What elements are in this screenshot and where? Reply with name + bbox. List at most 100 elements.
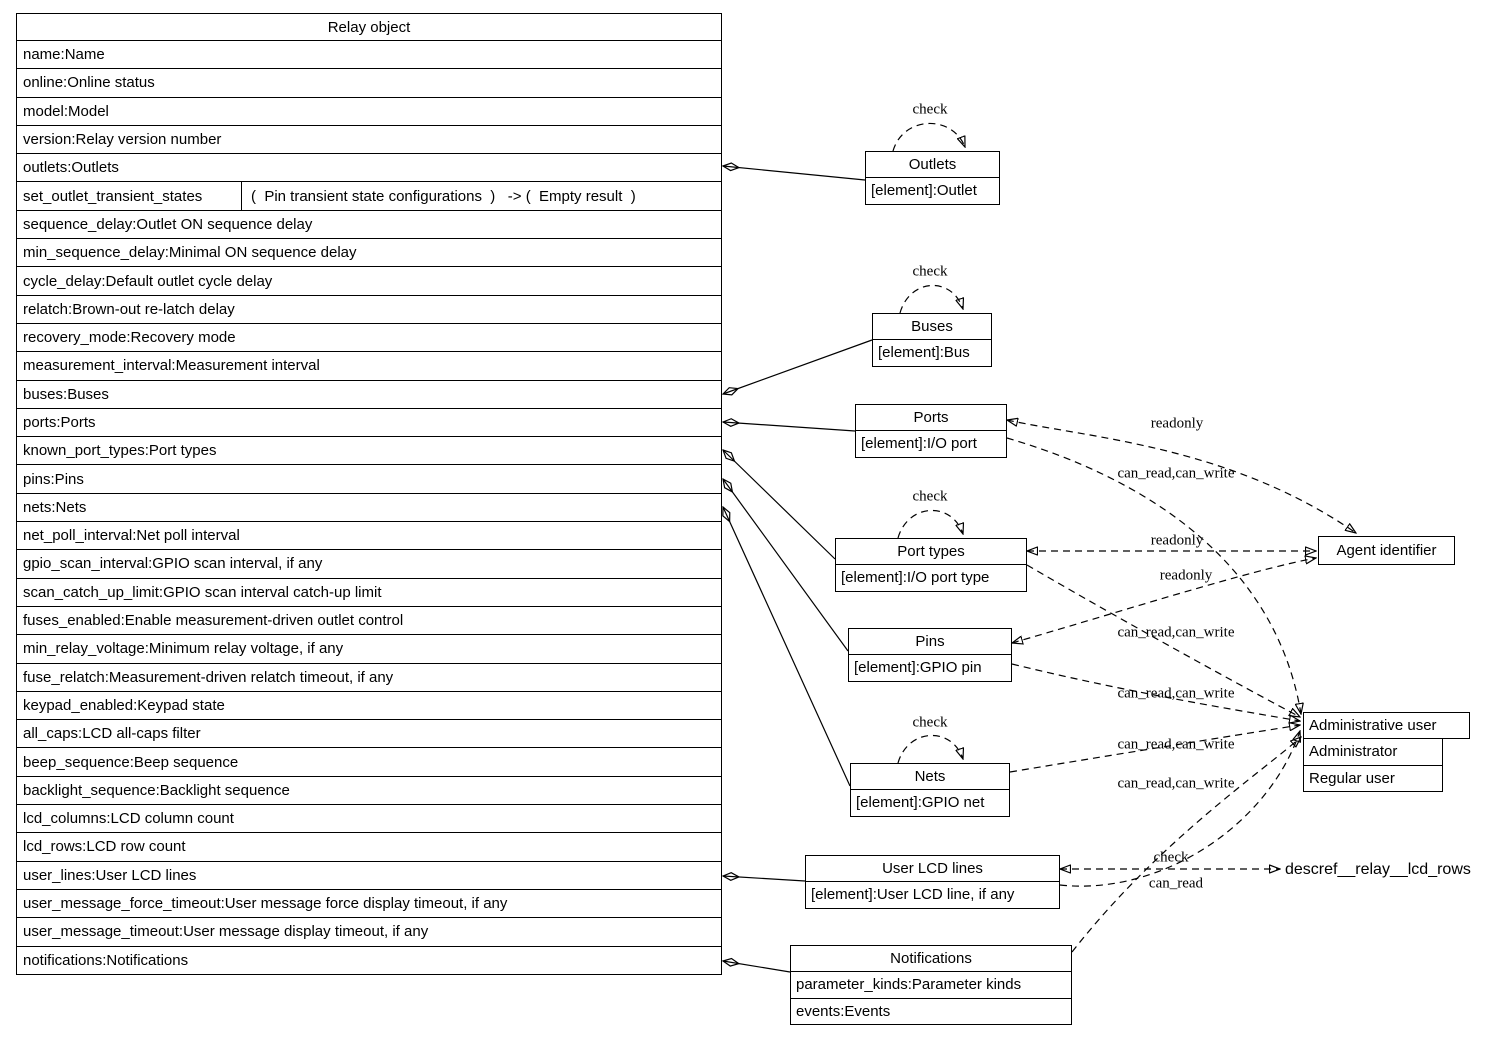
node-nets-title: Nets: [851, 764, 1009, 790]
edge-relay-buses: [723, 339, 873, 394]
relay-table-row: keypad_enabled:Keypad state: [17, 690, 721, 719]
relay-table-row: sequence_delay:Outlet ON sequence delay: [17, 209, 721, 238]
field-label: net_poll_interval:Net poll interval: [23, 527, 240, 545]
edge-ports-admin-canreadwrite: [1006, 437, 1301, 714]
field-label: notifications:Notifications: [23, 951, 189, 969]
edge-relay-pins: [723, 479, 849, 652]
edge-relay-ports: [723, 422, 856, 432]
field-label: scan_catch_up_limit:GPIO scan interval c…: [23, 583, 382, 601]
edge-relay-port-types: [723, 450, 836, 560]
relay-table-row: buses:Buses: [17, 379, 721, 408]
node-outlets-title: Outlets: [866, 152, 999, 178]
node-buses: Buses [element]:Bus: [872, 313, 992, 367]
relay-table-row: outlets:Outlets: [17, 153, 721, 181]
relay-table-row: ports:Ports: [17, 407, 721, 436]
relay-table-row: lcd_rows:LCD row count: [17, 832, 721, 860]
field-label: nets:Nets: [23, 498, 87, 516]
relay-table-body: name:Name online:Online status model:Mod…: [17, 40, 721, 974]
relay-table-row: fuses_enabled:Enable measurement-driven …: [17, 605, 721, 634]
field-label: min_relay_voltage:Minimum relay voltage,…: [23, 640, 344, 658]
relay-table-row: user_lines:User LCD lines: [17, 860, 721, 889]
field-label: measurement_interval:Measurement interva…: [23, 357, 320, 375]
node-agent-identifier: Agent identifier: [1318, 536, 1455, 565]
descref-lcd-rows-label: descref__relay__lcd_rows: [1285, 861, 1471, 878]
relay-table-row: beep_sequence:Beep sequence: [17, 747, 721, 775]
relay-table-row: user_message_timeout:User message displa…: [17, 917, 721, 945]
edge-pins-agent-readonly: [1012, 558, 1316, 643]
relay-table-row: set_outlet_transient_states ( Pin transi…: [17, 181, 721, 210]
node-ports-title: Ports: [856, 405, 1006, 431]
relay-table-row: known_port_types:Port types: [17, 436, 721, 464]
relay-table-row: recovery_mode:Recovery mode: [17, 322, 721, 351]
field-label: beep_sequence:Beep sequence: [23, 753, 239, 771]
loop-outlets-check: [892, 122, 965, 152]
node-ports: Ports [element]:I/O port: [855, 404, 1007, 458]
loop-nets-check: [897, 734, 963, 764]
node-row: parameter_kinds:Parameter kinds: [796, 976, 1022, 993]
relay-table-row: pins:Pins: [17, 464, 721, 492]
relay-table-row: min_relay_voltage:Minimum relay voltage,…: [17, 634, 721, 662]
relay-table-row: min_sequence_delay:Minimal ON sequence d…: [17, 238, 721, 266]
node-row: events:Events: [791, 998, 1071, 1024]
edge-label-crw-pins: can_read,can_write: [1117, 685, 1235, 702]
field-label: keypad_enabled:Keypad state: [23, 696, 225, 714]
node-outlets-rows: [element]:Outlet: [866, 178, 999, 204]
field-label: model:Model: [23, 102, 109, 120]
edge-label-readonly-port-types: readonly: [1150, 532, 1204, 549]
edge-label-crw-ports: can_read,can_write: [1117, 465, 1235, 482]
node-buses-title: Buses: [873, 314, 991, 340]
edge-user-lcd-admin-canread: [1059, 731, 1300, 887]
edge-label-readonly-ports: readonly: [1150, 415, 1204, 432]
loop-port-types-check: [897, 509, 963, 539]
relay-object-table: Relay object name:Name online:Online sta…: [16, 13, 722, 975]
field-label: recovery_mode:Recovery mode: [23, 329, 236, 347]
field-label: user_message_timeout:User message displa…: [23, 923, 429, 941]
node-row: [element]:I/O port type: [841, 569, 990, 586]
node-ports-rows: [element]:I/O port: [856, 431, 1006, 457]
node-port-types-rows: [element]:I/O port type: [836, 565, 1026, 591]
edge-label-check-nets: check: [912, 714, 948, 731]
edge-label-check-user-lcd: check: [1153, 849, 1189, 866]
relay-table-row: all_caps:LCD all-caps filter: [17, 719, 721, 747]
edge-label-readonly-pins: readonly: [1159, 567, 1213, 584]
relay-table-row: cycle_delay:Default outlet cycle delay: [17, 266, 721, 294]
node-nets-rows: [element]:GPIO net: [851, 790, 1009, 816]
relay-table-row: online:Online status: [17, 68, 721, 96]
relay-table-row: version:Relay version number: [17, 124, 721, 153]
field-label: name:Name: [23, 46, 105, 64]
node-notifications: Notifications parameter_kinds:Parameter …: [790, 945, 1072, 1025]
field-label: relatch:Brown-out re-latch delay: [23, 300, 235, 318]
field-label: known_port_types:Port types: [23, 442, 217, 460]
relay-table-row: model:Model: [17, 96, 721, 125]
field-label: backlight_sequence:Backlight sequence: [23, 781, 290, 799]
relay-table-row: relatch:Brown-out re-latch delay: [17, 294, 721, 323]
node-agent-identifier-title: Agent identifier: [1336, 542, 1437, 559]
field-label: outlets:Outlets: [23, 159, 119, 177]
node-user-lcd-lines-rows: [element]:User LCD line, if any: [806, 882, 1059, 908]
node-user-lcd-lines: User LCD lines [element]:User LCD line, …: [805, 855, 1060, 909]
edge-label-crw-nets: can_read,can_write: [1117, 736, 1235, 753]
relay-table-row: backlight_sequence:Backlight sequence: [17, 775, 721, 804]
node-pins: Pins [element]:GPIO pin: [848, 628, 1012, 682]
field-label: sequence_delay:Outlet ON sequence delay: [23, 215, 313, 233]
field-label: buses:Buses: [23, 385, 109, 403]
relay-table-row: nets:Nets: [17, 492, 721, 521]
node-nets: Nets [element]:GPIO net: [850, 763, 1010, 817]
relay-table-row: measurement_interval:Measurement interva…: [17, 351, 721, 379]
edge-label-canread-user-lcd: can_read: [1148, 875, 1204, 892]
relay-table-row: user_message_force_timeout:User message …: [17, 888, 721, 917]
edge-relay-nets: [723, 507, 851, 787]
relay-table-title: Relay object: [327, 18, 411, 36]
node-notifications-rows: parameter_kinds:Parameter kinds events:Ev…: [791, 972, 1071, 1024]
node-row: [element]:GPIO pin: [854, 659, 982, 676]
loop-buses-check: [899, 284, 963, 314]
node-buses-rows: [element]:Bus: [873, 340, 991, 366]
field-label: ports:Ports: [23, 414, 96, 431]
node-row: [element]:Outlet: [871, 182, 977, 199]
field-label: gpio_scan_interval:GPIO scan interval, i…: [23, 555, 323, 573]
edge-nets-admin-canreadwrite: [1009, 725, 1300, 773]
field-label: cycle_delay:Default outlet cycle delay: [23, 272, 273, 290]
node-row: Administrator: [1309, 743, 1398, 760]
